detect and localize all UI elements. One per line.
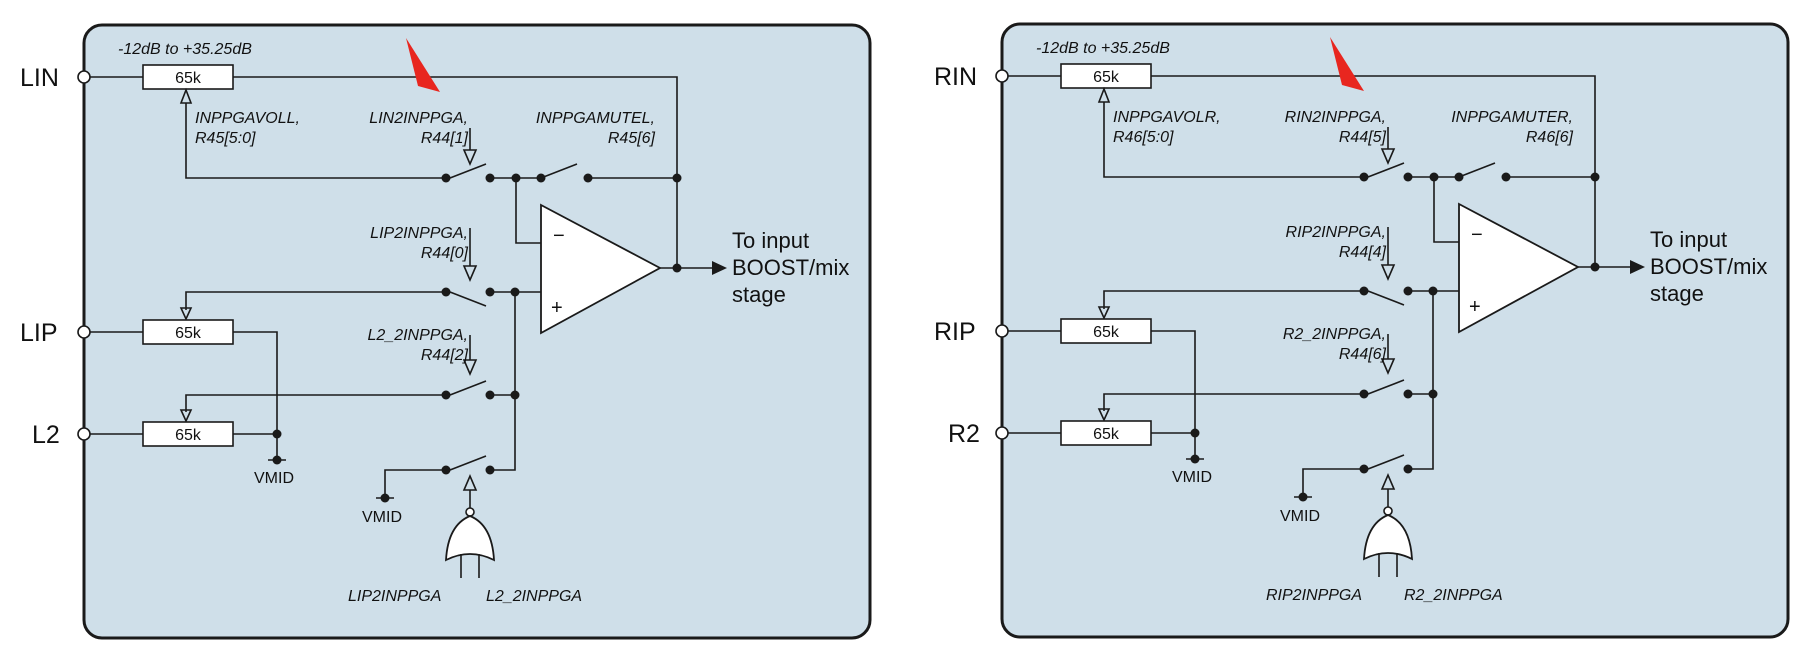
vmid-label-1: VMID: [254, 470, 294, 487]
vol-ctrl-line2: R45[5:0]: [195, 130, 256, 147]
output-line3: stage: [732, 282, 786, 307]
right-pga: RIN RIP R2 -12dB to +35.25dB 65k 65k 65k…: [934, 22, 1790, 639]
vol-ctrl-line1: INPPGAVOLL,: [195, 110, 300, 127]
ip-switch-line2: R44[4]: [1339, 244, 1387, 261]
output-line1: To input: [732, 228, 809, 253]
left-pga: LIN LIP L2 -12dB to +35.25dB 65k 65k 65k…: [20, 23, 872, 640]
gate-input-2: L2_2INPPGA: [486, 588, 582, 605]
mute-switch-line1: INPPGAMUTEL,: [536, 110, 655, 127]
pin-label-in: RIN: [934, 63, 977, 91]
red-arrow-marker: [1330, 37, 1364, 91]
aux-switch-line2: R44[6]: [1339, 346, 1387, 363]
amp-minus: −: [1471, 224, 1483, 246]
in-switch-line1: RIN2INPPGA,: [1285, 109, 1386, 126]
vol-ctrl-line2: R46[5:0]: [1113, 129, 1174, 146]
ip-switch-line1: RIP2INPPGA,: [1286, 224, 1386, 241]
output-line2: BOOST/mix: [1650, 254, 1767, 279]
gate-input-2: R2_2INPPGA: [1404, 587, 1503, 604]
ip-switch-line2: R44[0]: [421, 245, 469, 262]
aux-switch-line2: R44[2]: [421, 347, 469, 364]
mute-switch-line1: INPPGAMUTER,: [1451, 109, 1573, 126]
in-switch-line2: R44[5]: [1339, 129, 1387, 146]
in-switch-line1: LIN2INPPGA,: [369, 110, 468, 127]
resistor-in-label: 65k: [1093, 69, 1120, 86]
gain-range: -12dB to +35.25dB: [1036, 40, 1170, 57]
gain-range: -12dB to +35.25dB: [118, 41, 252, 58]
aux-switch-line1: L2_2INPPGA,: [368, 327, 469, 344]
vmid-label-2: VMID: [1280, 508, 1320, 525]
pin-label-in: LIN: [20, 64, 59, 92]
resistor-aux-label: 65k: [1093, 426, 1120, 443]
pin-label-aux: L2: [32, 421, 60, 449]
ip-switch-line1: LIP2INPPGA,: [370, 225, 468, 242]
vol-ctrl-line1: INPPGAVOLR,: [1113, 109, 1221, 126]
aux-switch-line1: R2_2INPPGA,: [1283, 326, 1386, 343]
gate-input-1: LIP2INPPGA: [348, 588, 441, 605]
pin-label-ip: RIP: [934, 318, 976, 346]
amp-minus: −: [553, 225, 565, 247]
mute-switch-line2: R46[6]: [1526, 129, 1574, 146]
output-line1: To input: [1650, 227, 1727, 252]
vmid-label-1: VMID: [1172, 469, 1212, 486]
mute-switch-line2: R45[6]: [608, 130, 656, 147]
resistor-ip-label: 65k: [175, 325, 202, 342]
in-switch-line2: R44[1]: [421, 130, 469, 147]
resistor-aux-label: 65k: [175, 427, 202, 444]
resistor-in-label: 65k: [175, 70, 202, 87]
amp-plus: +: [551, 297, 563, 319]
red-arrow-marker: [406, 38, 440, 92]
pin-label-ip: LIP: [20, 319, 58, 347]
resistor-ip-label: 65k: [1093, 324, 1120, 341]
vmid-label-2: VMID: [362, 509, 402, 526]
output-line2: BOOST/mix: [732, 255, 849, 280]
amp-plus: +: [1469, 296, 1481, 318]
pin-label-aux: R2: [948, 420, 980, 448]
output-line3: stage: [1650, 281, 1704, 306]
gate-input-1: RIP2INPPGA: [1266, 587, 1362, 604]
